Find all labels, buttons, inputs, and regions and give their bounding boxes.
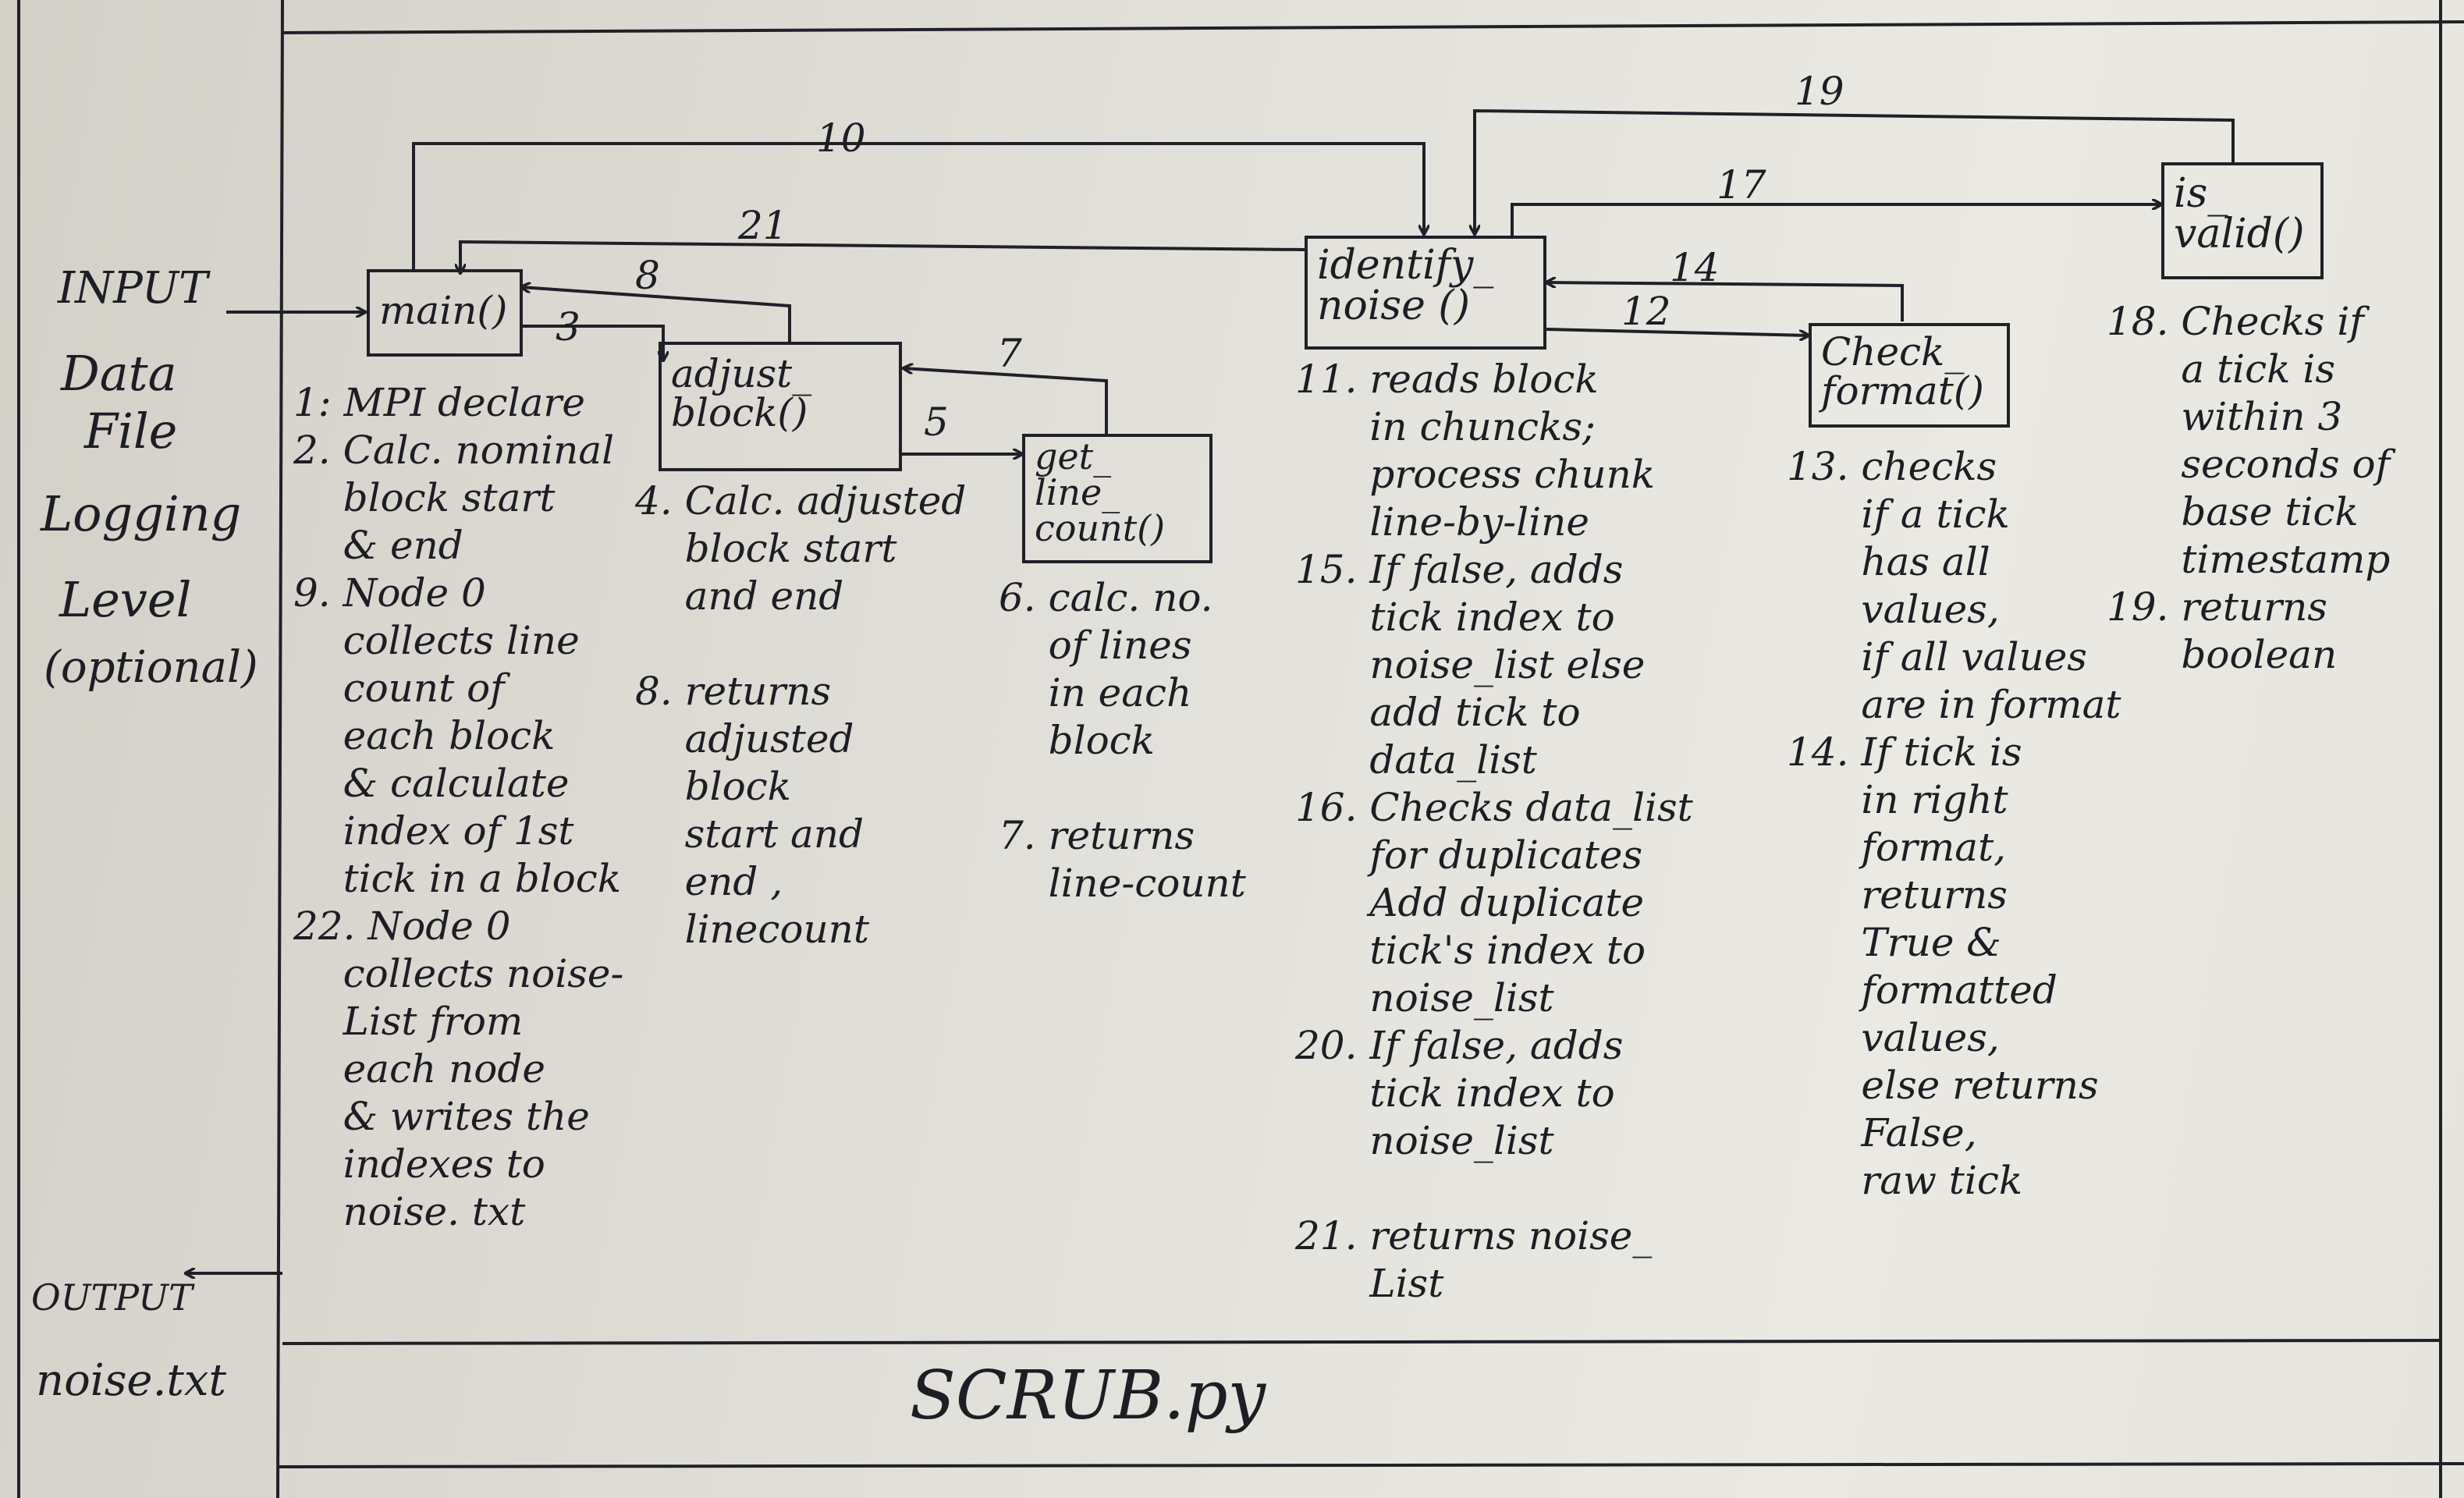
is-valid-function-label: is_ valid() <box>2174 170 2305 257</box>
main-notes: 1: MPI declare 2. Calc. nominal block st… <box>293 380 624 1234</box>
frame-top-line <box>282 20 2464 34</box>
arrow-21 <box>460 240 1305 273</box>
main-function-label: main() <box>379 288 508 333</box>
footer-title: SCRUB.py <box>910 1357 1266 1435</box>
identify-noise-notes: 11. reads block in chuncks; process chun… <box>1295 357 1693 1306</box>
arrow-8 <box>521 287 791 342</box>
get-line-count-notes: 6. calc. no. of lines in each block 7. r… <box>999 575 1246 906</box>
arrow-label-14: 14 <box>1670 245 1720 290</box>
arrow-7 <box>904 368 1108 434</box>
identify-noise-function-label: identify_ noise () <box>1317 242 1494 329</box>
arrow-label-12: 12 <box>1621 289 1671 334</box>
frame-bottom-line <box>277 1462 2464 1468</box>
is-valid-notes: 18. Checks if a tick is within 3 seconds… <box>2107 299 2391 677</box>
arrow-label-5: 5 <box>924 399 949 445</box>
input-item-file: File <box>84 403 178 460</box>
frame-divider-line <box>282 1339 2441 1345</box>
arrow-17 <box>1511 204 2161 236</box>
arrow-label-3: 3 <box>556 304 580 350</box>
arrow-label-21: 21 <box>738 203 788 248</box>
check-format-notes: 13. checks if a tick has all values, if … <box>1787 444 2121 1203</box>
adjust-block-function-box: adjust_ block() <box>659 342 902 471</box>
arrow-label-17: 17 <box>1717 162 1766 208</box>
arrow-label-8: 8 <box>635 253 660 298</box>
adjust-block-notes: 4. Calc. adjusted block start and end 8.… <box>635 478 967 952</box>
input-item-logging: Logging <box>41 485 242 542</box>
output-label: OUTPUT <box>31 1276 193 1319</box>
check-format-function-label: Check_ format() <box>1821 329 1984 414</box>
get-line-count-function-box: get_ line_ count() <box>1022 434 1212 563</box>
input-item-optional: (optional) <box>44 642 258 693</box>
arrow-10 <box>412 142 1424 269</box>
check-format-function-box: Check_ format() <box>1809 323 2010 428</box>
input-item-level: Level <box>59 571 192 628</box>
main-function-box: main() <box>367 269 523 357</box>
arrow-label-7: 7 <box>997 331 1022 376</box>
arrow-label-10: 10 <box>816 115 866 161</box>
input-item-data: Data <box>61 345 177 402</box>
arrow-3 <box>521 325 663 360</box>
is-valid-function-box: is_ valid() <box>2161 162 2324 279</box>
identify-noise-function-box: identify_ noise () <box>1305 236 1546 350</box>
adjust-block-function-label: adjust_ block() <box>671 351 812 435</box>
arrow-14 <box>1546 282 1904 321</box>
get-line-count-function-label: get_ line_ count() <box>1035 435 1166 549</box>
arrow-12 <box>1546 328 1809 335</box>
arrow-label-19: 19 <box>1795 69 1844 114</box>
output-file: noise.txt <box>36 1355 226 1406</box>
arrow-19 <box>1475 108 2235 234</box>
frame-left-line <box>276 0 284 1498</box>
input-label: INPUT <box>58 263 208 314</box>
